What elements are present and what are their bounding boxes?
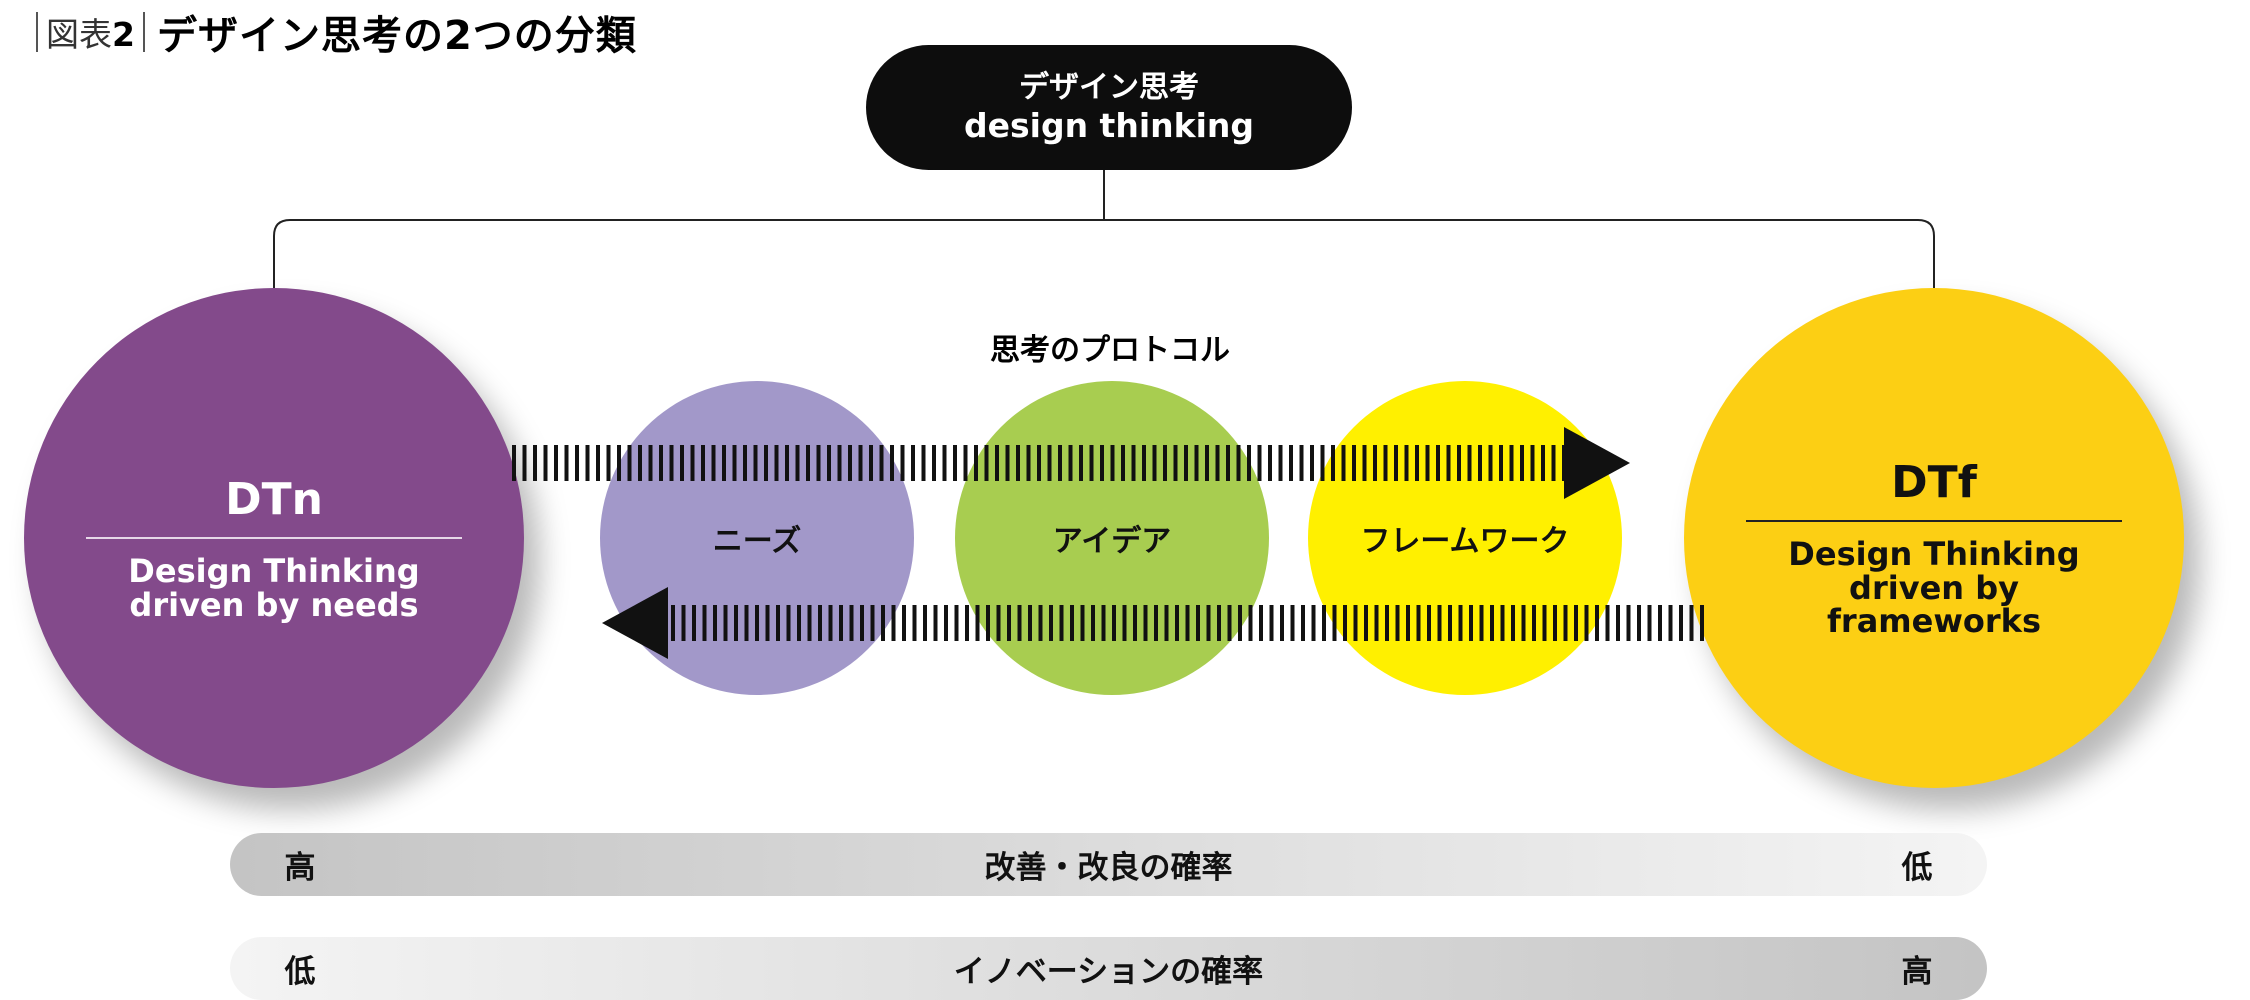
- step-idea: アイデア: [955, 381, 1269, 695]
- arrow-backward: [602, 587, 1704, 659]
- step-needs-label: ニーズ: [712, 524, 802, 559]
- arrow-backward-head: [602, 587, 668, 659]
- dtf-abbr: DTf: [1891, 457, 1977, 509]
- header-divider-right: [142, 12, 145, 52]
- header-divider-left: [36, 12, 38, 52]
- root-label-jp: デザイン思考: [1019, 69, 1199, 105]
- innovation-probability-scale: 低 イノベーションの確率 高: [230, 937, 1987, 1000]
- figure-header: 図表2 デザイン思考の2つの分類: [36, 4, 637, 60]
- dtf-circle: DTf Design Thinking driven by frameworks: [1684, 288, 2184, 788]
- dtn-circle: DTn Design Thinking driven by needs: [24, 288, 524, 788]
- step-framework-label: フレームワーク: [1360, 524, 1570, 559]
- dtf-divider: [1746, 520, 2122, 523]
- scale-1-left: 高: [284, 850, 316, 886]
- arrow-forward-head: [1564, 427, 1630, 499]
- scale-1-label: 改善・改良の確率: [984, 850, 1233, 886]
- dtf-description: Design Thinking driven by frameworks: [1788, 535, 2080, 641]
- protocol-label: 思考のプロトコル: [990, 333, 1230, 368]
- dtn-description: Design Thinking driven by needs: [128, 551, 420, 624]
- figure-label-prefix: 図表: [46, 15, 112, 54]
- figure-label-number: 2: [112, 15, 135, 54]
- improvement-probability-scale: 高 改善・改良の確率 低: [230, 833, 1987, 896]
- dtn-abbr: DTn: [225, 473, 323, 525]
- figure-title: デザイン思考の2つの分類: [156, 13, 637, 59]
- scale-1-right: 低: [1901, 850, 1933, 886]
- scale-2-right: 高: [1901, 954, 1933, 990]
- scale-2-label: イノベーションの確率: [953, 954, 1264, 990]
- arrow-forward: [512, 427, 1630, 499]
- dtn-divider: [86, 536, 462, 539]
- root-label-en: design thinking: [963, 105, 1254, 145]
- scale-2-left: 低: [284, 954, 316, 990]
- figure-label: 図表2: [38, 8, 143, 56]
- design-thinking-root: デザイン思考 design thinking: [866, 45, 1352, 170]
- step-idea-label: アイデア: [1052, 524, 1172, 559]
